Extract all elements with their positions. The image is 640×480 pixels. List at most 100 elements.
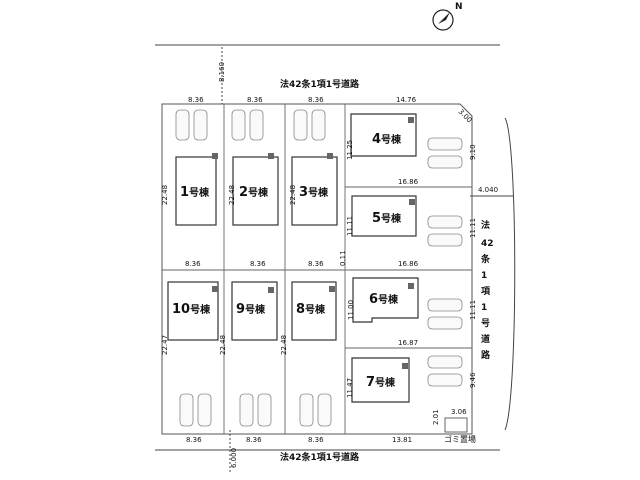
svg-text:項: 項 [481, 286, 491, 297]
svg-text:号: 号 [481, 318, 490, 329]
parking-lot-2 [231, 109, 246, 141]
house-label-1: 1号棟 [180, 185, 210, 200]
dim-lot3-bottom: 8.36 [308, 260, 324, 268]
parking-lot-4 [427, 137, 463, 151]
dim-lot2-bottom: 8.36 [250, 260, 266, 268]
dim-lot4-top: 14.76 [396, 96, 417, 104]
parking-lot-6 [427, 298, 463, 312]
dim-lot5-left: 11.11 [346, 216, 354, 236]
building-7 [351, 357, 410, 403]
dim-lot1-bottom: 8.36 [185, 260, 201, 268]
svg-text:条: 条 [480, 253, 491, 265]
svg-text:4.040: 4.040 [478, 186, 498, 194]
south-road-width: 6.000 [229, 430, 238, 472]
dim-lot10-left: 22.47 [161, 335, 169, 355]
dim-lot7-bottom: 13.81 [392, 436, 412, 444]
garbage-area [444, 417, 468, 433]
dim-lot5-bottom: 16.86 [398, 260, 419, 268]
east-road-label: 法 42 条 1 項 1 号 道 路 [480, 219, 494, 361]
dim-lot3-top: 8.36 [308, 96, 324, 104]
dim-lot8-left: 22.48 [280, 335, 288, 355]
parking-lot-6b [427, 316, 463, 330]
dim-lot3-right: 0.11 [339, 250, 347, 266]
dim-lot7-left: 11.47 [346, 378, 354, 398]
house-label-2: 2号棟 [239, 185, 269, 200]
building-8 [291, 281, 337, 341]
house-label-6: 6号棟 [369, 292, 399, 307]
parking-lot-1 [175, 109, 190, 141]
house-label-7: 7号棟 [366, 375, 396, 390]
parking-slots [175, 109, 463, 427]
south-road-label: 法42条1項1号道路 [280, 451, 360, 463]
dim-lot2-left: 22.48 [228, 185, 236, 205]
house-label-4: 4号棟 [372, 132, 402, 147]
parking-lot-7 [427, 355, 463, 369]
svg-text:1: 1 [481, 271, 487, 281]
building-10 [167, 281, 219, 341]
parking-lot-3 [293, 109, 308, 141]
parking-lot-2b [249, 109, 264, 141]
building-3 [291, 156, 338, 226]
dim-lot10-bottom: 8.36 [186, 436, 202, 444]
dim-lot5-right: 11.11 [469, 218, 477, 238]
dim-lot6-right: 11.11 [469, 300, 477, 320]
building-5 [351, 195, 417, 237]
lot-lines [162, 104, 472, 434]
parking-lot-9 [239, 393, 254, 427]
garbage-area-label: ゴミ置場 [444, 434, 476, 444]
house-label-10: 10号棟 [172, 302, 211, 317]
dim-lot9-left: 22.48 [219, 335, 227, 355]
dim-lot9-bottom: 8.36 [246, 436, 262, 444]
parking-lot-8 [299, 393, 314, 427]
dim-lot1-left: 22.48 [161, 185, 169, 205]
dim-lot4-corner: 3.00 [457, 108, 474, 125]
svg-text:法: 法 [481, 219, 490, 231]
building-2 [232, 156, 279, 226]
house-label-5: 5号棟 [372, 211, 402, 226]
dim-lot6-bottom: 16.87 [398, 339, 418, 347]
north-road-label: 法42条1項1号道路 [280, 78, 360, 90]
svg-text:路: 路 [481, 349, 491, 361]
parking-lot-9b [257, 393, 272, 427]
parking-lot-10b [197, 393, 212, 427]
north-road-width: 8.160 [218, 47, 226, 104]
parking-lot-10 [179, 393, 194, 427]
parking-lot-8b [317, 393, 332, 427]
svg-text:1: 1 [481, 303, 487, 313]
svg-text:8.160: 8.160 [218, 62, 226, 82]
site-boundary [161, 103, 473, 435]
parking-lot-5b [427, 233, 463, 247]
building-4 [350, 113, 417, 157]
svg-text:道: 道 [481, 333, 490, 345]
dim-lot4-left: 11.25 [346, 140, 354, 160]
building-1 [175, 156, 217, 226]
parking-lot-1b [193, 109, 208, 141]
parking-lot-3b [311, 109, 326, 141]
parking-lot-5 [427, 215, 463, 229]
dim-lot1-top: 8.36 [188, 96, 204, 104]
house-label-8: 8号棟 [296, 302, 326, 317]
svg-text:6.000: 6.000 [230, 448, 238, 468]
dim-lot7-right: 9.46 [469, 372, 477, 388]
north-label: N [455, 2, 463, 12]
dim-lot3-left: 22.48 [289, 185, 297, 205]
svg-text:42: 42 [481, 239, 494, 249]
dim-lot4-right: 9.10 [469, 144, 477, 160]
entrance-markers [212, 117, 415, 369]
dim-lot6-left: 11.00 [347, 300, 355, 320]
dim-lot4-bottom: 16.86 [398, 178, 419, 186]
building-6 [352, 277, 419, 323]
east-road-width: 4.040 [470, 186, 514, 197]
house-label-3: 3号棟 [299, 185, 329, 200]
road-edges [155, 44, 516, 451]
north-arrow-icon: N [432, 2, 463, 31]
dim-lot2-top: 8.36 [247, 96, 263, 104]
dim-lot8-bottom: 8.36 [308, 436, 324, 444]
dim-lot7-corner-a: 2.01 [432, 409, 440, 425]
dim-lot7-corner-b: 3.06 [451, 408, 467, 416]
house-label-9: 9号棟 [236, 302, 266, 317]
parking-lot-4b [427, 155, 463, 169]
parking-lot-7b [427, 373, 463, 387]
building-9 [231, 281, 278, 341]
